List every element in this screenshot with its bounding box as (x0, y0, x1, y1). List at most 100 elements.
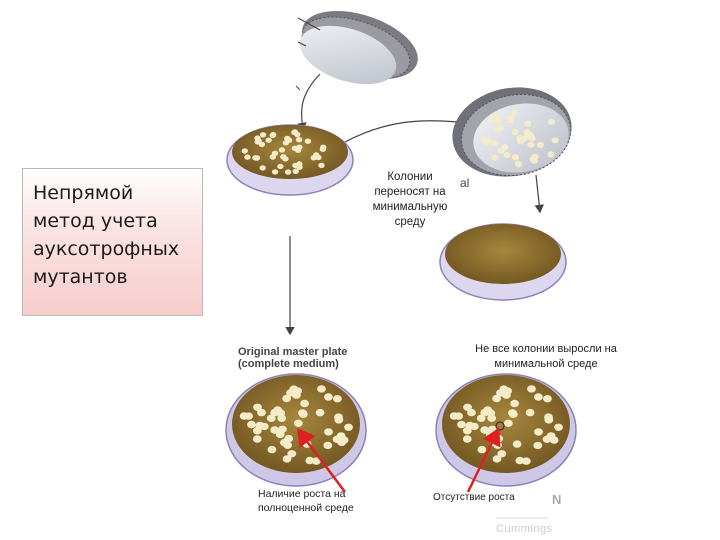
colony-dot (260, 132, 266, 137)
colony-dot (272, 169, 278, 174)
colony-dot (526, 409, 535, 416)
colony-dot (480, 409, 489, 416)
petri-dish-icon (436, 374, 576, 486)
colony-dot (296, 137, 302, 142)
colony-dot (548, 119, 555, 125)
watermark: Cummings (496, 523, 553, 535)
colony-dot (463, 435, 472, 442)
colony-dot (244, 412, 253, 419)
colony-dot (524, 121, 531, 127)
colony-dot (305, 139, 311, 144)
label-fragment-al: al (460, 176, 469, 190)
colony-dot (279, 147, 285, 152)
colony-dot (317, 385, 326, 392)
colony-dot (283, 140, 289, 145)
colony-dot (497, 125, 504, 131)
colony-dot (300, 400, 309, 407)
colony-dot (492, 114, 499, 120)
colony-dot (513, 440, 522, 447)
label-not-all-grew: Не все колонии выросли на минимальной ср… (448, 342, 644, 372)
colony-dot (485, 139, 492, 145)
colony-dot (253, 435, 262, 442)
colony-dot (318, 163, 324, 168)
colony-dot (504, 420, 513, 427)
colony-dot (295, 148, 301, 153)
colony-dot (493, 455, 502, 462)
colony-dot (280, 154, 286, 159)
velvet-stamp-icon (292, 0, 426, 95)
colony-dot (266, 138, 272, 143)
colony-dot (323, 442, 332, 449)
colony-dot (527, 142, 534, 148)
velvet-stamp-icon (445, 78, 578, 186)
colony-dot (294, 420, 303, 427)
colony-dot (270, 133, 276, 138)
title-box: Непрямой метод учета ауксотрофных мутант… (22, 168, 203, 316)
colony-dot (543, 436, 552, 443)
colony-dot (255, 422, 264, 429)
colony-dot (298, 409, 307, 416)
colony-dot (547, 151, 554, 157)
colony-dot (268, 446, 277, 453)
petri-dish-icon (440, 224, 566, 300)
colony-dot (515, 161, 522, 167)
colony-dot (465, 422, 474, 429)
colony-dot (527, 132, 534, 138)
colony-dot (510, 110, 517, 116)
colony-dot (242, 148, 248, 153)
petri-dish-icon (226, 374, 366, 486)
colony-dot (467, 409, 476, 416)
colony-dot (284, 435, 293, 442)
colony-dot (487, 415, 496, 422)
colony-dot (311, 155, 317, 160)
colony-dot (527, 385, 536, 392)
colony-dot (276, 431, 285, 438)
colony-dot (292, 163, 298, 168)
colony-dot (552, 137, 559, 143)
label-growth-present: Наличие роста на полноценной среде (258, 487, 388, 515)
colony-dot (324, 428, 333, 435)
colony-dot (520, 136, 527, 142)
colony-dot (478, 446, 487, 453)
colony-dot (491, 155, 498, 161)
colony-dot (270, 409, 279, 416)
colony-dot (257, 409, 266, 416)
colony-dot (320, 147, 326, 152)
label-growth-absent: Отсутствие роста (433, 492, 515, 503)
label-fragment-n: N (552, 492, 561, 507)
colony-dot (522, 457, 531, 464)
colony-dot (283, 442, 292, 449)
colony-dot (333, 395, 342, 402)
colony-dot (507, 117, 514, 123)
arrow-stamp-to-plate (302, 74, 320, 130)
colony-dot (254, 155, 260, 160)
label-master-plate: Original master plate (complete medium) (238, 346, 347, 370)
colony-dot (324, 393, 333, 400)
colony-dot (292, 129, 298, 134)
colony-dot (454, 412, 463, 419)
colony-dot (554, 424, 563, 431)
colony-dot (534, 393, 543, 400)
colony-dot (244, 154, 250, 159)
colony-dot (503, 152, 510, 158)
colony-dot (531, 158, 538, 164)
colony-dot (277, 164, 283, 169)
colony-dot (492, 395, 501, 402)
colony-dot (512, 154, 519, 160)
colony-dot (491, 140, 498, 146)
label-transfer: Колонии переносят на минимальную среду (362, 170, 458, 230)
colony-dot (508, 409, 517, 416)
colony-dot (277, 415, 286, 422)
colony-dot (512, 129, 519, 135)
colony-dot (537, 142, 544, 148)
colony-dot (334, 416, 343, 423)
colony-dot (259, 142, 265, 147)
colony-dot (316, 409, 325, 416)
arrow-stamp-to-minimal (536, 175, 540, 212)
page-title: Непрямой метод учета ауксотрофных мутант… (33, 179, 192, 291)
colony-dot (493, 442, 502, 449)
colony-dot (260, 165, 266, 170)
colony-dot (285, 169, 291, 174)
colony-dot (247, 421, 256, 428)
colony-dot (282, 395, 291, 402)
